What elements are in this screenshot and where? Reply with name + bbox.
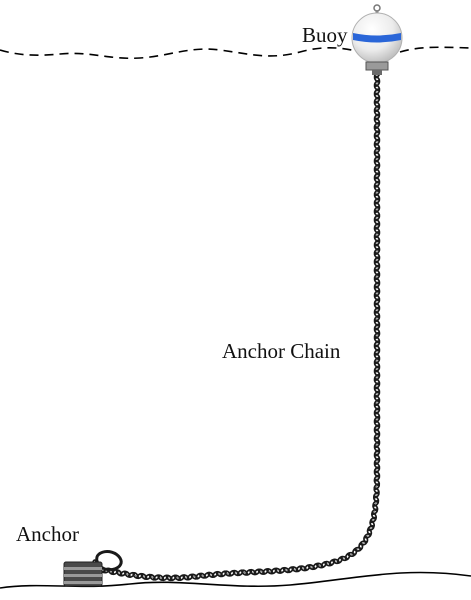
chain-link-highlight [376, 234, 378, 236]
chain-link-highlight [374, 511, 376, 513]
chain-link-highlight [376, 334, 378, 336]
chain-link-highlight [110, 570, 112, 572]
chain-link-highlight [376, 326, 378, 328]
chain-link-highlight [185, 576, 187, 578]
chain-link-highlight [176, 577, 179, 579]
chain-link-highlight [376, 410, 378, 412]
anchor-chain [91, 71, 381, 582]
chain-link-highlight [367, 535, 369, 537]
chain-link-highlight [376, 150, 378, 152]
chain-link-highlight [335, 560, 337, 562]
chain-link-highlight [376, 208, 378, 210]
chain-link-highlight [327, 563, 329, 565]
chain-link-highlight [376, 427, 378, 429]
chain-link-highlight [376, 217, 378, 219]
water-surface-line [0, 46, 471, 60]
chain-link-highlight [343, 557, 345, 560]
chain-link-highlight [269, 570, 271, 572]
chain-link-highlight [302, 567, 304, 569]
chain-link-highlight [118, 572, 120, 574]
chain-link-highlight [376, 124, 378, 126]
chain-link-highlight [376, 460, 378, 462]
anchor-chain-label: Anchor Chain [222, 339, 341, 363]
chain-link-highlight [376, 108, 378, 110]
chain-link-highlight [376, 452, 378, 454]
chain-link-highlight [376, 192, 378, 194]
chain-link-highlight [294, 568, 296, 570]
chain-link-highlight [285, 569, 288, 571]
chain-link-highlight [376, 267, 378, 269]
chain-link-highlight [376, 343, 378, 345]
chain-link-highlight [210, 574, 212, 576]
chain-link-highlight [376, 301, 378, 303]
chain-link-highlight [376, 242, 378, 244]
chain-link-highlight [376, 292, 378, 294]
anchor-label: Anchor [16, 522, 79, 546]
chain-link-highlight [376, 116, 378, 118]
chain-link-highlight [376, 351, 378, 353]
chain-link-highlight [376, 486, 378, 488]
chain-link-highlight [376, 309, 378, 311]
chain-link-highlight [376, 82, 378, 84]
chain-link-highlight [376, 284, 378, 286]
buoy-label: Buoy [302, 23, 348, 47]
chain-link-highlight [243, 571, 246, 574]
chain-link-highlight [376, 477, 378, 479]
chain-link-highlight [310, 566, 313, 568]
chain-link-highlight [376, 225, 378, 227]
chain-link-highlight [218, 573, 220, 575]
chain-link-highlight [143, 575, 145, 578]
chain-link-highlight [151, 576, 153, 578]
chain-link-highlight [376, 183, 378, 185]
chain-link-highlight [376, 385, 378, 387]
chain-link-highlight [376, 368, 378, 370]
chain-link-highlight [376, 435, 378, 437]
chain-link-highlight [235, 572, 237, 574]
chain-link-highlight [376, 469, 378, 471]
chain-link-highlight [202, 575, 204, 577]
chain-link-highlight [372, 519, 374, 521]
chain-link-highlight [376, 259, 378, 261]
chain-link-highlight [350, 553, 352, 556]
chain-link-highlight [319, 564, 321, 567]
chain-link-highlight [376, 402, 378, 404]
chain-link-highlight [376, 200, 378, 202]
chain-link-highlight [376, 444, 378, 446]
chain-link-highlight [376, 360, 378, 362]
chain-link-highlight [376, 376, 378, 378]
chain-link-highlight [376, 393, 378, 395]
chain-link-highlight [376, 133, 378, 135]
chain-link-highlight [168, 577, 170, 579]
chain-link-highlight [252, 571, 254, 573]
chain-link-highlight [277, 570, 279, 572]
chain-link-highlight [376, 250, 378, 252]
chain-link-highlight [376, 141, 378, 143]
chain-link-highlight [227, 572, 229, 575]
chain-link-highlight [135, 574, 137, 577]
chain-link-highlight [375, 494, 377, 496]
chain-link-highlight [376, 166, 378, 168]
chain-link-highlight [376, 418, 378, 420]
chain-link-highlight [376, 175, 378, 177]
chain-link-highlight [160, 577, 162, 579]
chain-link-highlight [375, 502, 377, 504]
chain-link-highlight [193, 576, 195, 578]
chain-link-highlight [370, 527, 372, 529]
sphere-buoy-icon [351, 4, 403, 75]
chain-link-highlight [260, 571, 262, 573]
chain-link-highlight [376, 158, 378, 160]
chain-link-highlight [376, 276, 378, 278]
chain-link-highlight [362, 542, 365, 544]
block-anchor-icon [63, 561, 103, 587]
chain-link-highlight [376, 91, 378, 93]
chain-link-highlight [376, 318, 378, 320]
chain-link-highlight [357, 548, 359, 550]
chain-link-highlight [376, 99, 378, 101]
chain-link-highlight [126, 573, 128, 575]
